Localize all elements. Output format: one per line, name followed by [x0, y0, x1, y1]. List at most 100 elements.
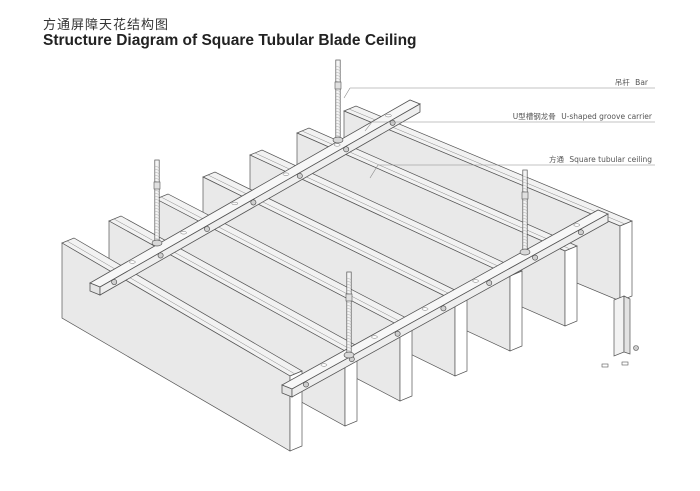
thread [346, 325, 352, 328]
callout-bar-en: Bar [635, 78, 649, 87]
thread [154, 231, 160, 234]
carrier-clip [250, 199, 257, 206]
thread [335, 92, 341, 95]
thread [335, 116, 341, 119]
svg-text:U型槽钢龙骨 U-shaped groove c: U型槽钢龙骨 U-shaped groove carrier [513, 111, 653, 121]
thread [335, 98, 341, 101]
title-english: Structure Diagram of Square Tubular Blad… [43, 32, 417, 49]
carrier-clip [394, 330, 401, 337]
carrier-clip [296, 172, 303, 179]
blade-end [564, 245, 578, 327]
thread [522, 217, 528, 220]
carrier-slot [385, 114, 392, 118]
thread [522, 244, 528, 247]
callout-square-tube: 方通 Square tubular ceiling [369, 154, 655, 179]
thread [346, 334, 352, 337]
thread [154, 189, 160, 192]
thread [154, 201, 160, 204]
thread [154, 216, 160, 219]
clip-detail [601, 295, 639, 368]
thread [154, 219, 160, 222]
rod [154, 159, 160, 244]
thread [154, 222, 160, 225]
thread [346, 340, 352, 343]
carrier-clip [532, 254, 538, 261]
thread [346, 343, 352, 346]
carrier-slot [320, 363, 328, 367]
blade-end [454, 295, 468, 377]
thread [522, 187, 528, 190]
thread [154, 204, 160, 207]
thread [335, 74, 341, 77]
thread [346, 328, 352, 331]
thread [335, 128, 341, 131]
clip-detail-side [623, 295, 631, 355]
thread [154, 195, 160, 198]
hanger-bar [151, 159, 163, 247]
carrier-slot [371, 335, 378, 339]
thread [346, 349, 352, 352]
adjuster [521, 191, 529, 200]
thread [522, 181, 528, 184]
thread [346, 313, 352, 316]
thread [335, 65, 341, 68]
thread [346, 304, 352, 307]
adjuster [334, 81, 342, 90]
thread [346, 322, 352, 325]
hanger-nut [343, 351, 355, 359]
thread [335, 71, 341, 74]
callout-bar-zh: 吊杆 [615, 77, 630, 87]
thread [154, 171, 160, 174]
thread [346, 289, 352, 292]
thread [154, 234, 160, 237]
thread [522, 214, 528, 217]
hanger-bar [519, 169, 531, 256]
thread [522, 199, 528, 202]
blade-end [509, 270, 523, 352]
thread [346, 286, 352, 289]
carrier-slot [472, 279, 479, 283]
thread [346, 319, 352, 322]
thread [522, 226, 528, 229]
clip-detail-part [621, 361, 629, 366]
carrier-clip [486, 280, 493, 286]
thread [335, 119, 341, 122]
carrier-slot [333, 143, 341, 147]
thread [346, 337, 352, 340]
thread [522, 175, 528, 178]
callout-carrier-en: U-shaped groove carrier [561, 112, 653, 121]
thread [346, 316, 352, 319]
callout-carrier-zh: U型槽钢龙骨 [513, 111, 556, 121]
thread [154, 198, 160, 201]
thread [335, 110, 341, 113]
thread [346, 310, 352, 313]
thread [154, 168, 160, 171]
thread [346, 301, 352, 304]
thread [335, 107, 341, 110]
thread [335, 131, 341, 134]
thread [154, 210, 160, 213]
carrier-clip [303, 381, 309, 388]
thread [346, 277, 352, 280]
rod [335, 59, 341, 141]
hanger-nut [151, 239, 163, 247]
thread [346, 346, 352, 349]
thread [346, 280, 352, 283]
thread [154, 213, 160, 216]
thread [522, 220, 528, 223]
hanger-nut [332, 136, 344, 144]
rod [346, 271, 352, 356]
thread [335, 125, 341, 128]
thread [522, 211, 528, 214]
thread [522, 232, 528, 235]
carrier-side [291, 213, 609, 398]
thread [346, 331, 352, 334]
thread [522, 235, 528, 238]
callout-bar: 吊杆 Bar [343, 77, 655, 99]
blade-slot [66, 240, 296, 375]
svg-text:吊杆 Bar: 吊杆 Bar [615, 77, 649, 87]
callout-tube-en: Square tubular ceiling [569, 155, 652, 164]
thread [335, 101, 341, 104]
carrier-slot [421, 307, 429, 311]
